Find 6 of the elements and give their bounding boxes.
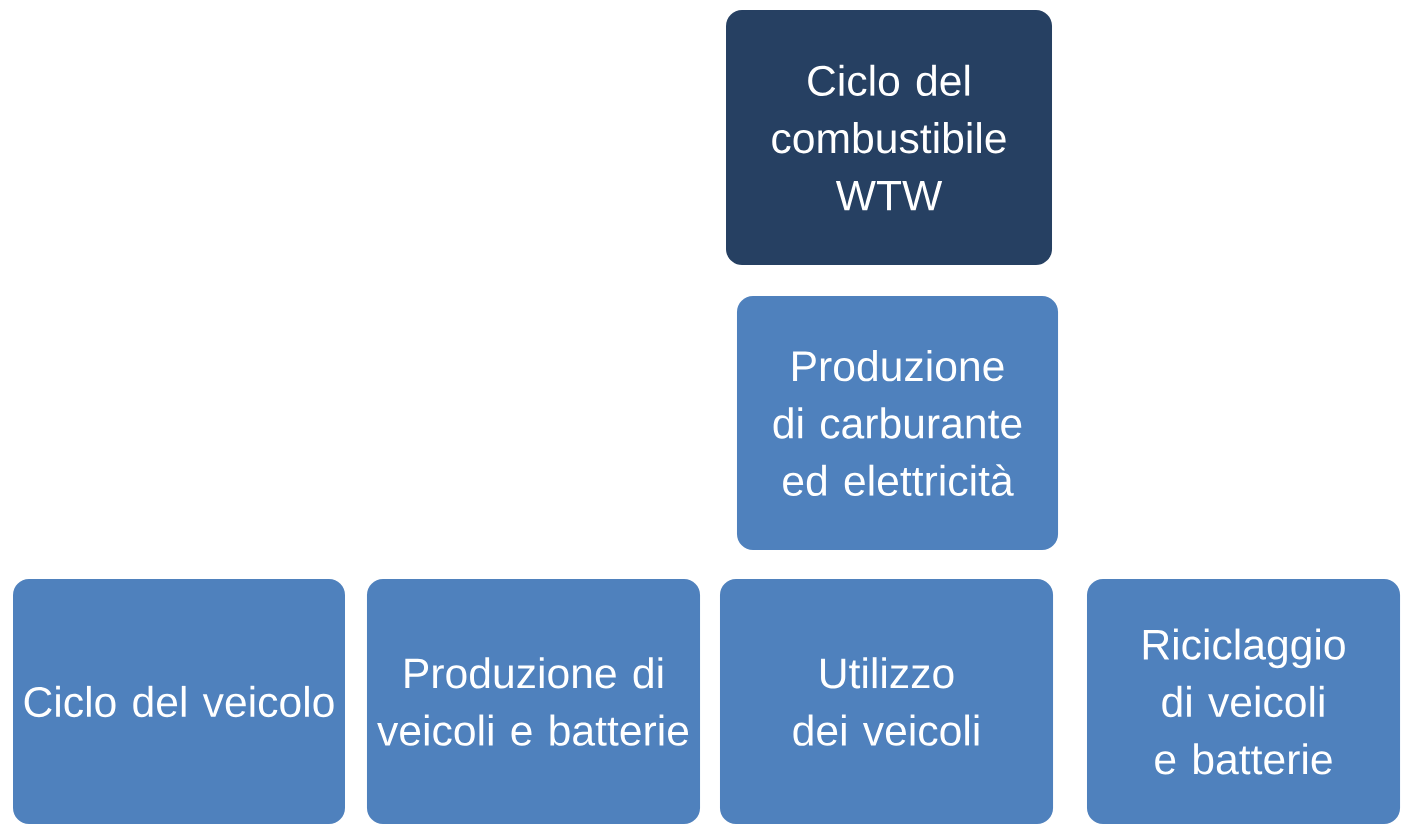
process-box: Produzione di carburante ed elettricità xyxy=(737,296,1059,550)
process-box: Ciclo del veicolo xyxy=(13,579,345,825)
process-box: Utilizzo dei veicoli xyxy=(720,579,1054,825)
process-box: Ciclo del combustibile WTW xyxy=(726,10,1052,265)
process-box: Riciclaggio di veicoli e batterie xyxy=(1087,579,1401,825)
process-box: Produzione di veicoli e batterie xyxy=(366,579,701,825)
